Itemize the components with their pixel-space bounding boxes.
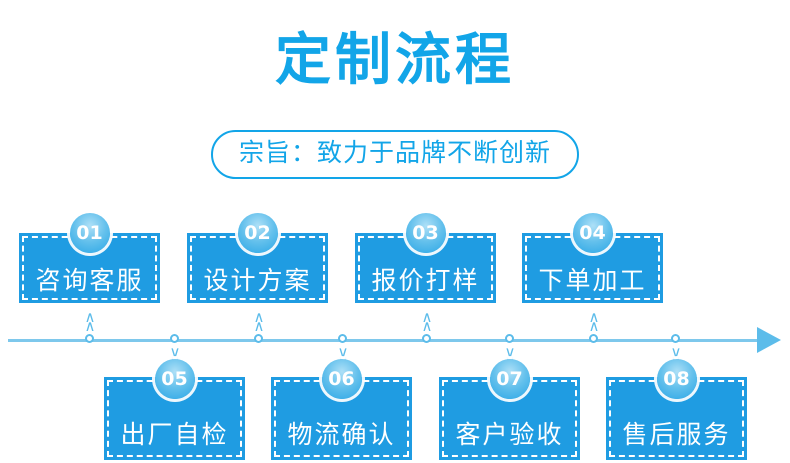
timeline-node: [505, 334, 514, 343]
step-card-07[interactable]: 07 客户验收: [439, 359, 580, 460]
timeline-node: [338, 334, 347, 343]
timeline-node: [85, 334, 94, 343]
step-number-badge: 03: [405, 213, 446, 253]
step-number-badge: 04: [572, 213, 613, 253]
timeline-axis: [8, 339, 770, 342]
step-card-04[interactable]: 04 下单加工: [522, 213, 663, 303]
page-title: 定制流程: [275, 28, 515, 93]
step-label: 咨询客服: [35, 265, 144, 295]
step-number-badge: 07: [489, 359, 530, 399]
step-card-02[interactable]: 02 设计方案: [187, 213, 328, 303]
chevron-up-double-icon: ∧∧: [84, 308, 96, 335]
chevron-up-double-icon: ∧∧: [253, 308, 265, 335]
step-card-08[interactable]: 08 售后服务: [606, 359, 747, 460]
timeline-node: [589, 334, 598, 343]
subtitle-pill: 宗旨：致力于品牌不断创新: [210, 130, 579, 179]
step-card-06[interactable]: 06 物流确认: [271, 359, 412, 460]
step-label: 物流确认: [287, 419, 396, 449]
step-card-05[interactable]: 05 出厂自检: [104, 359, 245, 460]
step-label: 售后服务: [622, 419, 731, 449]
step-number-badge: 05: [154, 359, 195, 399]
chevron-up-double-icon: ∧∧: [421, 308, 433, 335]
timeline-node: [254, 334, 263, 343]
step-label: 报价打样: [371, 265, 480, 295]
step-label: 设计方案: [203, 265, 312, 295]
subtitle-container: 宗旨：致力于品牌不断创新: [0, 130, 790, 179]
step-label: 下单加工: [538, 265, 647, 295]
step-number-badge: 01: [69, 213, 110, 253]
step-number-badge: 02: [237, 213, 278, 253]
step-label: 出厂自检: [120, 419, 229, 449]
step-number-badge: 06: [321, 359, 362, 399]
step-number-badge: 08: [656, 359, 697, 399]
step-card-01[interactable]: 01 咨询客服: [19, 213, 160, 303]
arrow-right-icon: [757, 327, 781, 353]
step-card-03[interactable]: 03 报价打样: [355, 213, 496, 303]
chevron-up-double-icon: ∧∧: [588, 308, 600, 335]
timeline-node: [671, 334, 680, 343]
step-label: 客户验收: [455, 419, 564, 449]
timeline-node: [170, 334, 179, 343]
timeline-node: [422, 334, 431, 343]
